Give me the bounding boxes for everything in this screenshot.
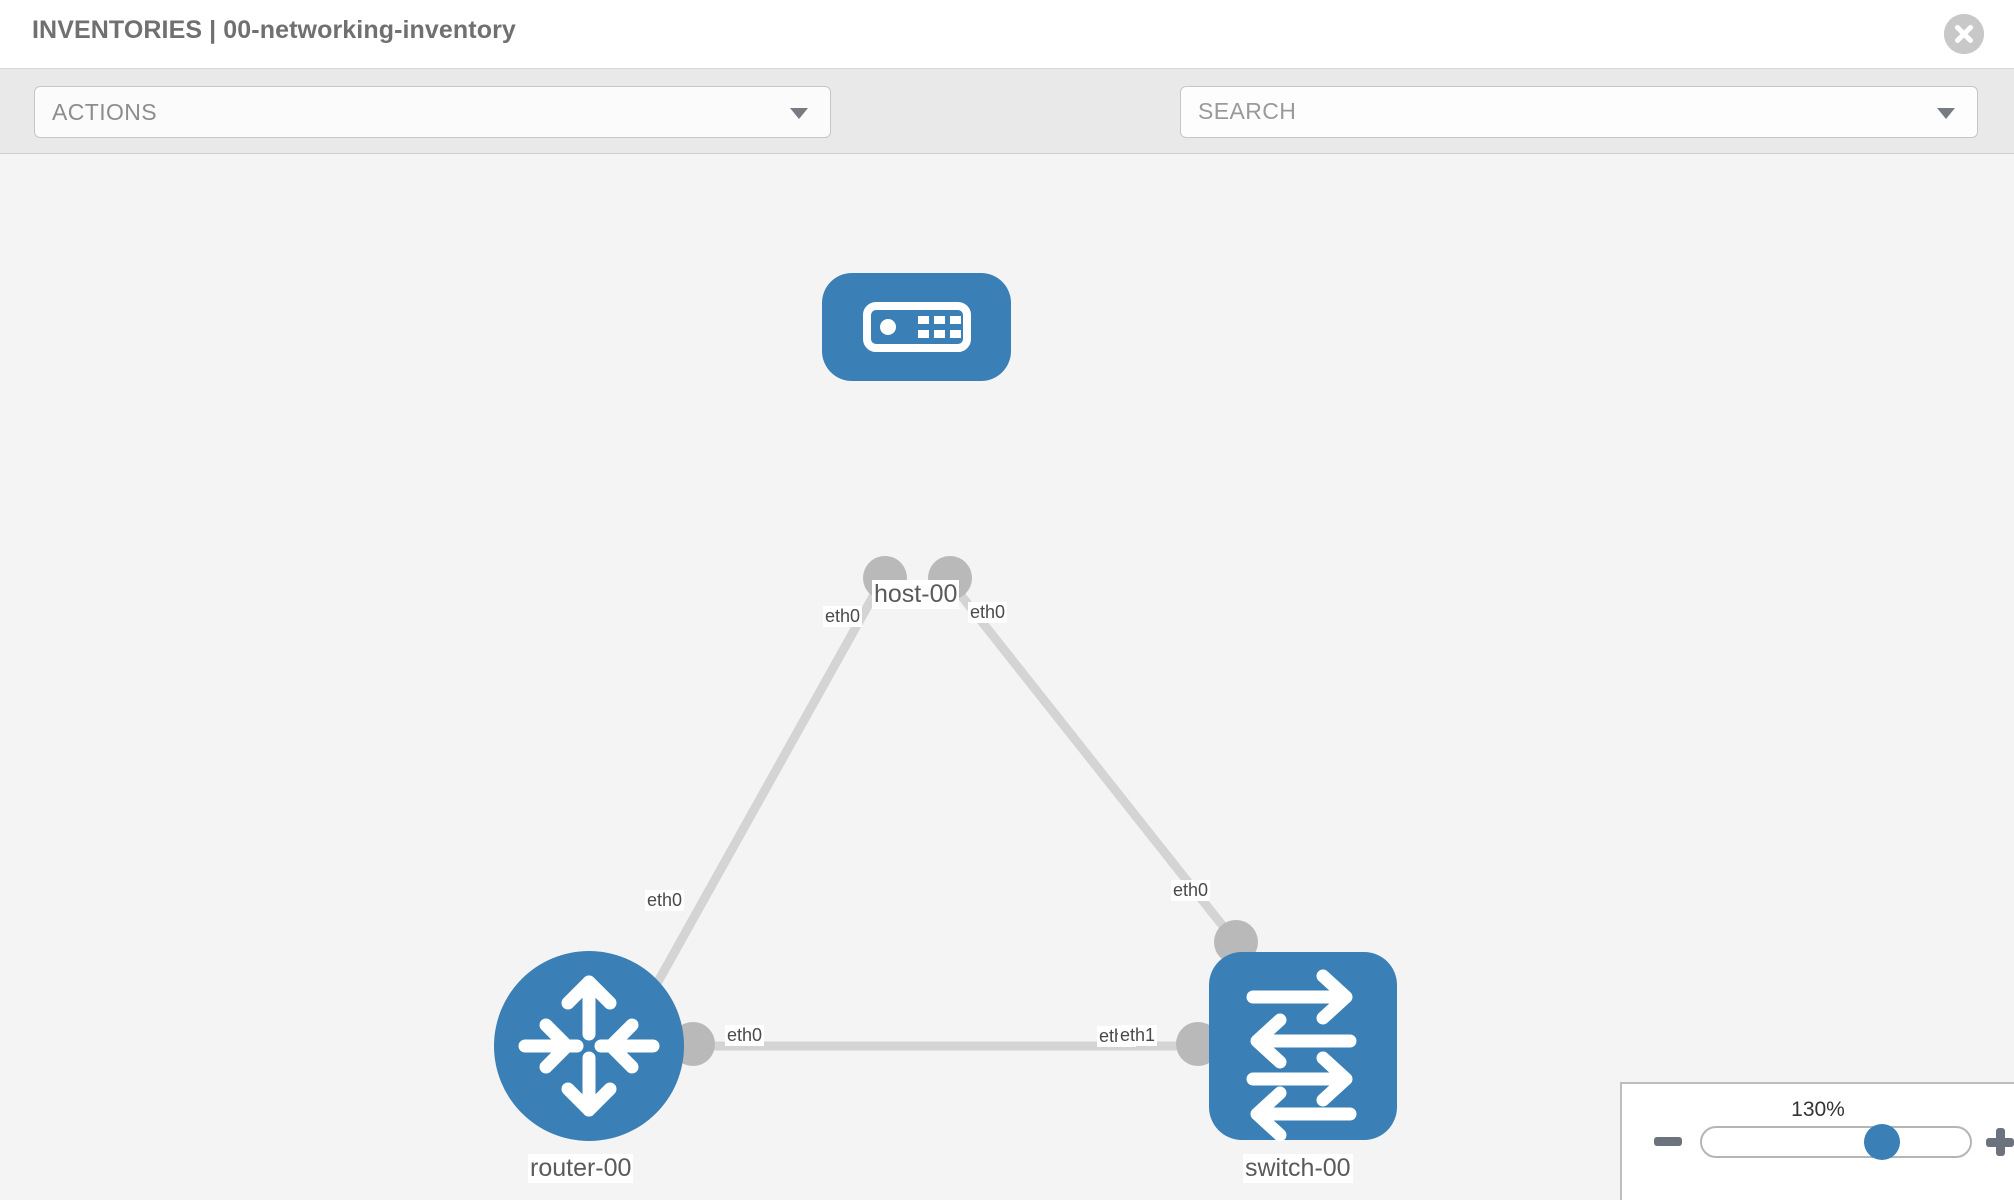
switch-arrows-icon bbox=[1246, 969, 1357, 1142]
node-label-switch-00: switch-00 bbox=[1243, 1154, 1353, 1183]
zoom-slider[interactable] bbox=[1700, 1124, 1972, 1160]
toolbar: ACTIONS bbox=[0, 69, 2014, 198]
iface-label: eth0 bbox=[1171, 880, 1211, 901]
topology-graph bbox=[494, 273, 1397, 1142]
zoom-out-button[interactable] bbox=[1654, 1137, 1682, 1146]
zoom-control-panel: 130% bbox=[1620, 1082, 2014, 1200]
zoom-in-button[interactable] bbox=[1986, 1128, 2014, 1156]
node-label-router-00: router-00 bbox=[528, 1154, 634, 1183]
node-label-host-00: host-00 bbox=[872, 580, 960, 609]
iface-label: eth0 bbox=[823, 606, 863, 627]
zoom-slider-thumb[interactable] bbox=[1864, 1124, 1900, 1160]
iface-label: eth0 bbox=[645, 890, 685, 911]
page-title: INVENTORIES | 00-networking-inventory bbox=[32, 16, 516, 44]
iface-label: eth0 bbox=[968, 602, 1008, 623]
router-arrows-icon bbox=[518, 975, 660, 1117]
topology-canvas[interactable]: host-00 router-00 switch-00 eth0 eth0 et… bbox=[0, 154, 2014, 1200]
actions-dropdown-label: ACTIONS bbox=[52, 99, 158, 125]
zoom-level-text: 130% bbox=[1791, 1098, 1845, 1121]
actions-dropdown[interactable]: ACTIONS bbox=[34, 86, 831, 138]
node-router-00[interactable] bbox=[494, 951, 684, 1141]
search-input[interactable] bbox=[1198, 98, 1898, 125]
iface-label: eth1 bbox=[1118, 1025, 1158, 1046]
iface-label: eth0 bbox=[725, 1025, 765, 1046]
close-button[interactable] bbox=[1944, 14, 1984, 54]
close-circle-icon bbox=[1944, 14, 1984, 54]
chevron-down-icon[interactable] bbox=[1937, 108, 1955, 119]
search-box[interactable] bbox=[1180, 86, 1978, 138]
topology-endpoints bbox=[671, 556, 1258, 1066]
node-host-00[interactable] bbox=[822, 273, 1011, 381]
server-icon bbox=[863, 302, 971, 352]
page-header: INVENTORIES | 00-networking-inventory bbox=[0, 0, 2014, 69]
topology-links bbox=[636, 581, 1249, 1051]
link-host00-router00 bbox=[636, 581, 884, 1017]
chevron-down-icon bbox=[790, 108, 808, 119]
node-switch-00[interactable] bbox=[1209, 952, 1397, 1142]
